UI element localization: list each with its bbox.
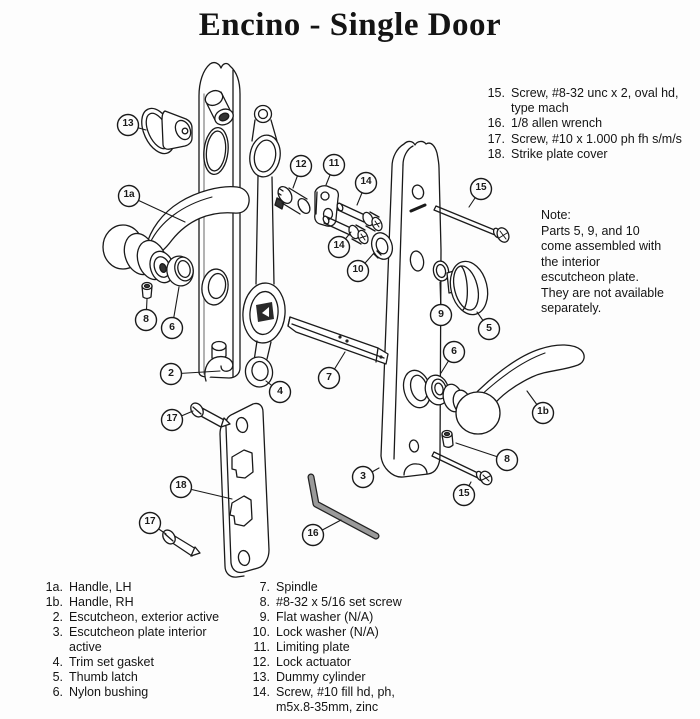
callout-circle [469, 177, 493, 201]
callout-circle [346, 259, 370, 283]
part-screw-15-bottom [431, 451, 493, 486]
callout-number: 3 [360, 470, 366, 482]
part-trim-gasket [242, 104, 286, 388]
callout-number: 17 [166, 413, 178, 424]
parts-list-item: 10.Lock washer (N/A) [252, 625, 379, 639]
callout-circle [116, 113, 140, 137]
parts-list-item: 8.#8-32 x 5/16 set screw [259, 595, 402, 609]
callout-circle [354, 171, 378, 195]
parts-list-item: 15.Screw, #8-32 unc x 2, oval hd, type m… [487, 86, 679, 116]
callout-circle [351, 465, 375, 489]
part-handle-lh [102, 186, 250, 284]
callout-number: 17 [144, 516, 156, 527]
callout-number: 8 [143, 313, 149, 325]
callout-circle [317, 366, 341, 390]
part-screw-14a [336, 202, 383, 232]
parts-list-item: 1b.Handle, RH [45, 595, 134, 609]
callout-number: 10 [352, 264, 364, 275]
parts-list-item: 4.Trim set gasket [52, 655, 154, 669]
parts-list-item: 5.Thumb latch [52, 670, 138, 684]
callout-circle [169, 475, 193, 499]
callout-number: 13 [122, 118, 134, 129]
callout-circle [268, 380, 292, 404]
part-handle-rh [402, 344, 585, 435]
callout-circle [442, 340, 466, 364]
callout-circle [117, 184, 141, 208]
callout-circle [160, 408, 184, 432]
part-bushing-left [166, 255, 194, 287]
callout-number: 6 [169, 321, 175, 333]
callout-number: 5 [486, 322, 492, 334]
parts-list-item: 7.Spindle [259, 580, 318, 594]
callout-number: 18 [175, 480, 187, 491]
callout-circle [159, 362, 183, 386]
parts-list-item: 2.Escutcheon, exterior active [52, 610, 220, 624]
parts-list-item: 6.Nylon bushing [52, 685, 149, 699]
callout-number: 11 [328, 158, 340, 169]
part-dummy-cylinder [141, 107, 193, 155]
part-strike-plate [219, 402, 270, 578]
callout-number: 4 [277, 385, 283, 397]
part-thumb-latch [446, 260, 489, 316]
callout-circle [495, 448, 519, 472]
callout-circle [452, 483, 476, 507]
callout-number: 2 [168, 367, 174, 379]
callout-number: 1b [537, 406, 549, 417]
part-screw-15-top [433, 205, 510, 243]
part-flat-washer [432, 260, 450, 282]
parts-list-item: 9.Flat washer (N/A) [259, 610, 374, 624]
callout-number: 14 [360, 176, 372, 187]
callout-circle [327, 235, 351, 259]
parts-list-item: 13.Dummy cylinder [252, 670, 366, 684]
callout-number: 14 [333, 240, 345, 251]
callout-number: 12 [295, 159, 307, 170]
page-title: Encino - Single Door [198, 7, 502, 43]
callout-circle [429, 303, 453, 327]
parts-list-item: 18.Strike plate cover [487, 146, 608, 161]
callout-circle [322, 153, 346, 177]
parts-list-item: 14.Screw, #10 fill hd, ph, m5x.8-35mm, z… [252, 685, 395, 714]
part-set-screw-right [441, 429, 454, 448]
note-block: Note: Parts 5, 9, and 10 come assembled … [541, 208, 664, 315]
callout-number: 7 [326, 371, 332, 383]
callout-number: 6 [451, 345, 457, 357]
parts-list-top-right: 15.Screw, #8-32 unc x 2, oval hd, type m… [483, 86, 700, 162]
callout-circle [531, 401, 555, 425]
part-screw-17-bottom [162, 529, 201, 557]
callout-circle [477, 317, 501, 341]
part-set-screw-left [141, 281, 153, 300]
callout-circle [301, 523, 325, 547]
callout-number: 1a [123, 189, 135, 200]
callout-number: 16 [307, 528, 319, 539]
parts-list-item: 16.1/8 allen wrench [487, 116, 603, 131]
callout-number: 15 [475, 182, 487, 193]
part-spindle [287, 316, 389, 365]
parts-list-item: 1a.Handle, LH [45, 580, 132, 594]
part-screw-14b [322, 215, 369, 245]
part-lock-actuator [274, 185, 311, 215]
part-screw-17-top [190, 402, 231, 428]
callout-circle [138, 511, 162, 535]
callout-number: 8 [504, 453, 510, 465]
part-escutcheon-exterior [198, 61, 241, 382]
parts-list-item: 3.Escutcheon plate interior active [52, 625, 207, 654]
callout-number: 15 [458, 488, 470, 499]
parts-list-item: 11.Limiting plate [253, 640, 350, 654]
callout-circle [289, 154, 313, 178]
parts-list-item: 12.Lock actuator [252, 655, 352, 669]
part-lock-washer [370, 232, 394, 260]
parts-list-item: 17.Screw, #10 x 1.000 ph fh s/m/s [487, 131, 682, 146]
callout-circle [134, 308, 158, 332]
callout-circle [160, 316, 184, 340]
part-allen-wrench [307, 473, 380, 540]
callout-number: 9 [438, 308, 444, 320]
